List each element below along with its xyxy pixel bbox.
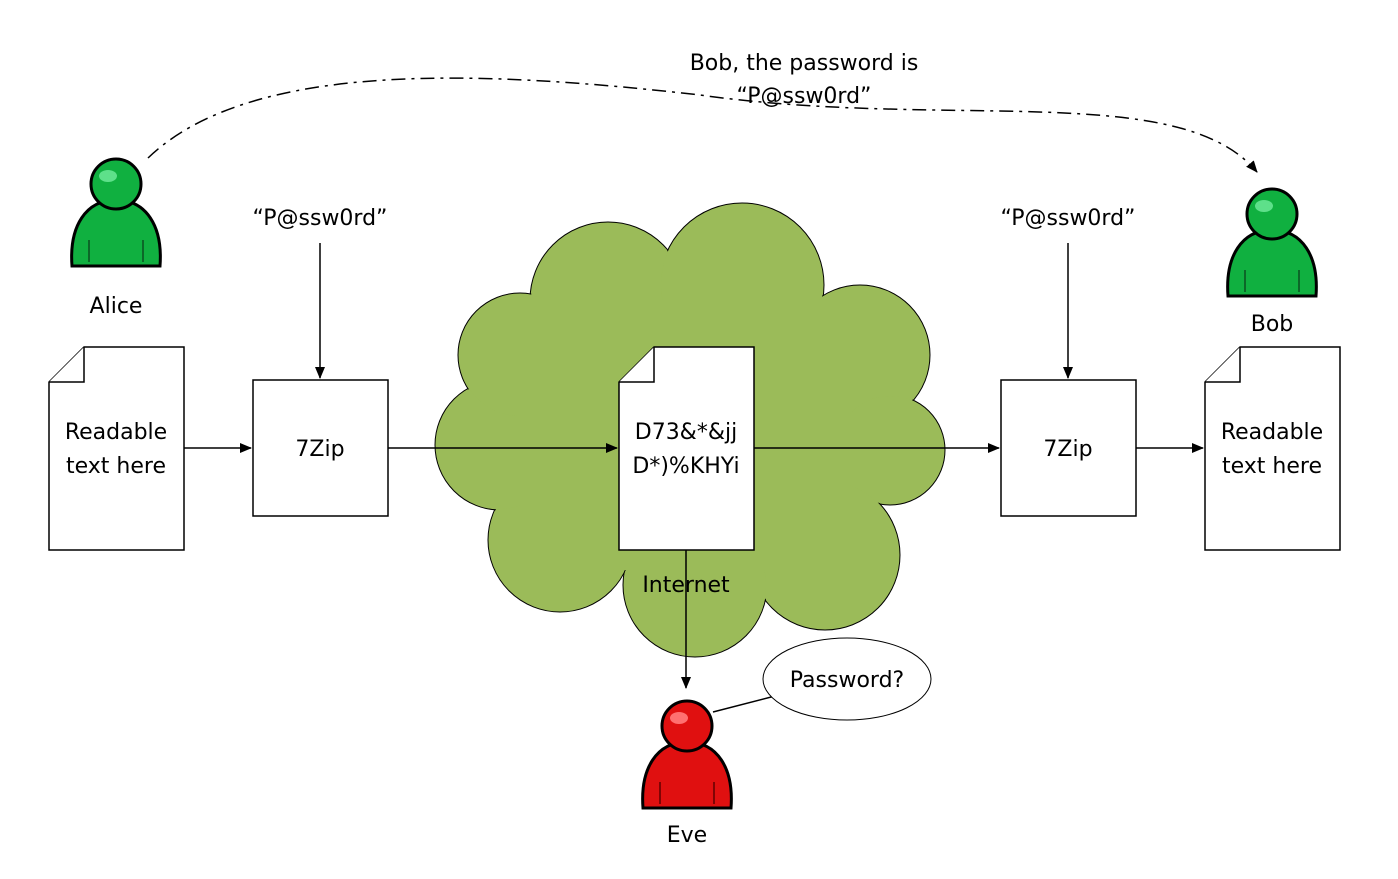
bob-label: Bob (1251, 312, 1294, 337)
encrypted-line-1: D73&*&jj (635, 420, 737, 445)
left-document-line-1: Readable (65, 420, 167, 445)
alice-label: Alice (90, 294, 143, 319)
right-7zip-box: 7Zip (1000, 379, 1137, 517)
speech-bubble-tail (712, 695, 776, 713)
message-line-1: Bob, the password is (690, 51, 919, 76)
right-password-label: “P@ssw0rd” (1001, 206, 1136, 231)
right-7zip-label: 7Zip (1043, 437, 1092, 462)
eve-bubble-text: Password? (790, 668, 904, 693)
left-7zip-label: 7Zip (295, 437, 344, 462)
encrypted-document: D73&*&jj D*)%KHYi (618, 346, 755, 551)
right-document-line-1: Readable (1221, 420, 1323, 445)
eve-speech-bubble: Password? (762, 637, 932, 721)
internet-cloud (434, 202, 946, 658)
left-7zip-box: 7Zip (252, 379, 389, 517)
encrypted-line-2: D*)%KHYi (632, 454, 739, 479)
message-curve (147, 77, 1258, 173)
bob-person-icon (1226, 187, 1318, 298)
message-line-2: “P@ssw0rd” (737, 84, 872, 109)
eve-person-icon (641, 699, 733, 810)
left-document-line-2: text here (66, 454, 166, 479)
left-password-label: “P@ssw0rd” (253, 206, 388, 231)
right-document-line-2: text here (1222, 454, 1322, 479)
eve-label: Eve (667, 823, 707, 848)
left-readable-document: Readable text here (48, 346, 185, 551)
right-readable-document: Readable text here (1204, 346, 1341, 551)
alice-person-icon (70, 157, 162, 268)
